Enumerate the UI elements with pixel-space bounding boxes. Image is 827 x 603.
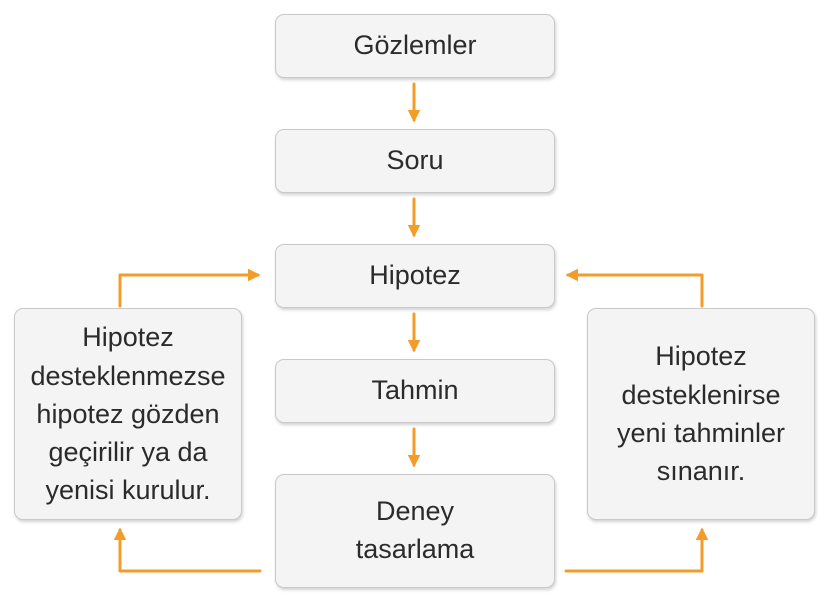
note-not-supported-line2: desteklenmezse	[30, 360, 226, 391]
note-not-supported-line3: hipotez gözden	[36, 398, 220, 429]
note-not-supported-line5: yenisi kurulur.	[45, 475, 211, 506]
step-experiment-line2: tasarlama	[355, 534, 475, 564]
step-hypothesis: Hipotez	[275, 244, 555, 308]
arrow-left-note-to-hypothesis	[118, 268, 261, 308]
arrow-experiment-to-left-note	[113, 527, 262, 573]
step-experiment-design: Deney tasarlama	[275, 474, 555, 588]
note-supported-line2: desteklenirse	[621, 379, 781, 410]
note-not-supported: Hipotez desteklenmezse hipotez gözden ge…	[14, 308, 242, 520]
note-supported-line4: sınanır.	[656, 456, 746, 487]
arrow-experiment-to-right-note	[564, 527, 709, 573]
arrow-right-note-to-hypothesis	[565, 268, 704, 308]
note-supported-line1: Hipotez	[655, 341, 747, 372]
note-not-supported-line1: Hipotez	[82, 322, 174, 353]
note-supported: Hipotez desteklenirse yeni tahminler sın…	[587, 308, 815, 520]
note-not-supported-line4: geçirilir ya da	[48, 437, 208, 468]
step-hypothesis-label: Hipotez	[369, 260, 461, 291]
step-prediction: Tahmin	[275, 359, 555, 423]
step-question-label: Soru	[386, 145, 444, 176]
step-question: Soru	[275, 129, 555, 193]
note-supported-line3: yeni tahminler	[616, 418, 786, 448]
step-prediction-label: Tahmin	[371, 375, 459, 406]
step-observations-label: Gözlemler	[353, 30, 477, 61]
step-observations: Gözlemler	[275, 14, 555, 78]
step-experiment-line1: Deney	[375, 496, 455, 527]
